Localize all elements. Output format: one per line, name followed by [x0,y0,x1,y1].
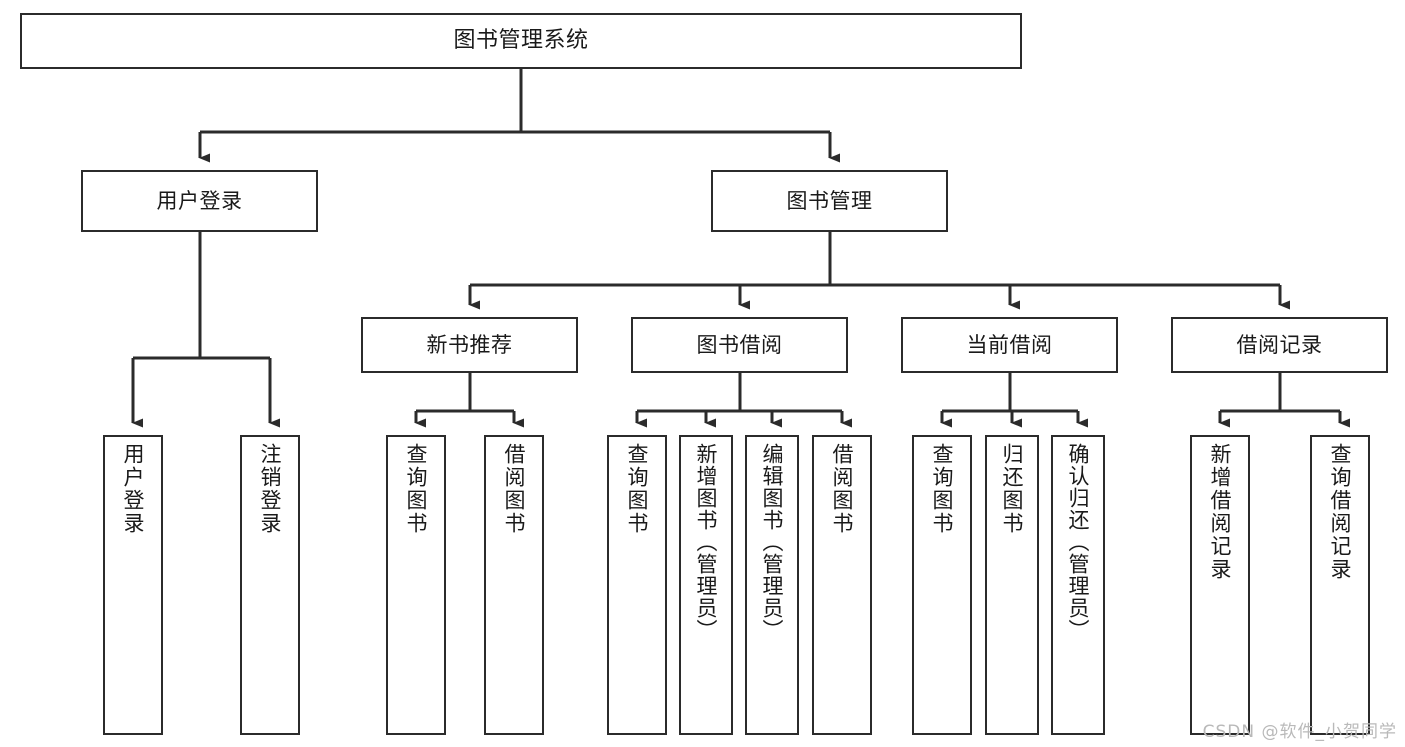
node-label: 图书管理系统 [453,28,589,54]
node-label: 新书推荐 [426,332,513,357]
leaf-logout[interactable]: 注销登录 [240,435,300,735]
node-label: 查询借阅记录 [1328,443,1353,581]
node-borrow-record[interactable]: 借阅记录 [1171,317,1388,373]
node-label: 新增图书（管理员） [694,443,719,641]
node-book-management[interactable]: 图书管理 [711,170,948,232]
node-label: 归还图书 [1000,443,1025,535]
node-book-borrow[interactable]: 图书借阅 [631,317,848,373]
node-label: 新增借阅记录 [1208,443,1233,581]
leaf-return-book[interactable]: 归还图书 [985,435,1039,735]
leaf-confirm-return-admin[interactable]: 确认归还（管理员） [1051,435,1105,735]
node-label: 借阅记录 [1236,332,1323,357]
leaf-query-book-current[interactable]: 查询图书 [912,435,972,735]
node-label: 用户登录 [156,188,243,213]
node-label: 编辑图书（管理员） [760,443,785,641]
leaf-add-borrow-record[interactable]: 新增借阅记录 [1190,435,1250,735]
watermark-text: CSDN @软件_小贺同学 [1202,722,1397,742]
node-label: 查询图书 [930,443,955,535]
leaf-edit-book-admin[interactable]: 编辑图书（管理员） [745,435,799,735]
node-label: 当前借阅 [966,332,1053,357]
node-user-login[interactable]: 用户登录 [81,170,318,232]
leaf-borrow-book-recommend[interactable]: 借阅图书 [484,435,544,735]
node-label: 借阅图书 [502,443,527,535]
node-label: 图书借阅 [696,332,783,357]
node-label: 图书管理 [786,188,873,213]
node-root-system[interactable]: 图书管理系统 [20,13,1022,69]
node-label: 用户登录 [121,443,146,535]
node-label: 注销登录 [258,443,283,535]
node-label: 查询图书 [625,443,650,535]
node-current-borrow[interactable]: 当前借阅 [901,317,1118,373]
leaf-add-book-admin[interactable]: 新增图书（管理员） [679,435,733,735]
node-new-book-recommend[interactable]: 新书推荐 [361,317,578,373]
leaf-borrow-book[interactable]: 借阅图书 [812,435,872,735]
leaf-query-book-recommend[interactable]: 查询图书 [386,435,446,735]
leaf-query-book-borrow[interactable]: 查询图书 [607,435,667,735]
node-label: 查询图书 [404,443,429,535]
node-label: 借阅图书 [830,443,855,535]
leaf-query-borrow-record[interactable]: 查询借阅记录 [1310,435,1370,735]
node-label: 确认归还（管理员） [1066,443,1091,641]
leaf-user-login[interactable]: 用户登录 [103,435,163,735]
